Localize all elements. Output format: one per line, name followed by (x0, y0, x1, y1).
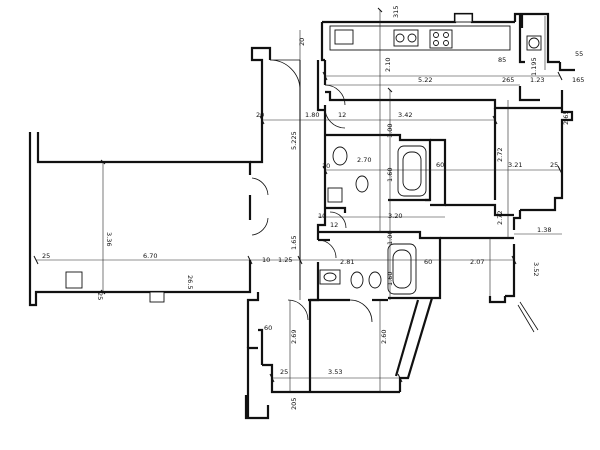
dim-label: 60 (424, 258, 432, 266)
dim-label: 2.81 (340, 258, 354, 266)
dim-label: 265 (502, 76, 514, 84)
dim-label: 55 (575, 50, 583, 58)
dim-label: 1.23 (530, 76, 544, 84)
column (65, 271, 83, 289)
dim-label: 12 (338, 111, 346, 119)
interior-walls (310, 86, 562, 302)
dim-label: 2.70 (357, 156, 371, 164)
dimension-lines (36, 10, 562, 392)
dim-label: 2.72 (496, 148, 504, 162)
dim-label: 5.225 (290, 131, 298, 150)
dim-label: 2.60 (380, 330, 388, 344)
dim-label: 10 (262, 256, 270, 264)
dim-label: 2.07 (470, 258, 484, 266)
dim-label: 1.195 (530, 57, 538, 76)
dim-label: 10 (322, 162, 330, 170)
dim-label: 1.38 (537, 226, 551, 234)
dim-label: 1.00 (386, 231, 394, 245)
dim-label: 3.36 (105, 232, 113, 246)
dim-label: 1.00 (386, 124, 394, 138)
dim-label: 165 (572, 76, 584, 84)
dim-label: 3.52 (532, 262, 540, 276)
dim-label: 2.72 (496, 211, 504, 225)
dim-label: 1.80 (305, 111, 319, 119)
dim-label: 10 (318, 212, 326, 220)
dim-label: 1.65 (290, 236, 298, 250)
dim-label: 6.70 (143, 252, 157, 260)
outer-walls (28, 12, 575, 420)
bidet-2 (368, 271, 382, 289)
dim-label: 1.60 (386, 272, 394, 286)
dimension-labels: 2.10 5.22 265 1.23 165 55 1.195 20 1.80 … (42, 6, 584, 410)
dim-label: 12 (330, 221, 338, 229)
dim-label: 60 (436, 161, 444, 169)
dim-label: 20 (256, 111, 264, 119)
dim-label: 2.10 (384, 58, 392, 72)
radiator (149, 291, 165, 303)
toilet-1 (355, 175, 369, 193)
dim-label: 25 (280, 368, 288, 376)
dim-label: 60 (264, 324, 272, 332)
dim-label: 315 (392, 6, 400, 18)
dim-label: 26.5 (186, 275, 194, 289)
dim-label: 1.60 (386, 168, 394, 182)
dim-label: 25 (550, 161, 558, 169)
kitchen-cabinet (334, 29, 354, 45)
dim-label: 1.25 (278, 256, 292, 264)
stove (429, 29, 453, 49)
dim-label: 20 (298, 38, 306, 46)
dim-label: 25 (96, 292, 104, 300)
kitchen-counter (329, 25, 511, 51)
toilet-2 (350, 271, 364, 289)
bidet-1 (327, 187, 343, 203)
dim-label: 85 (498, 56, 506, 64)
dim-label: 3.21 (508, 161, 522, 169)
dim-label: 5.22 (418, 76, 432, 84)
dim-label: 3.53 (328, 368, 342, 376)
dimension-ticks (33, 7, 563, 383)
dim-label: 205 (290, 398, 298, 410)
dim-label: 25 (42, 252, 50, 260)
dim-label: 2.65 (562, 111, 570, 125)
sink-1 (332, 146, 348, 166)
fixtures (65, 13, 542, 303)
dim-label: 2.69 (290, 330, 298, 344)
dim-label: 3.42 (398, 111, 412, 119)
doors (251, 59, 539, 333)
dim-label: 3.20 (388, 212, 402, 220)
